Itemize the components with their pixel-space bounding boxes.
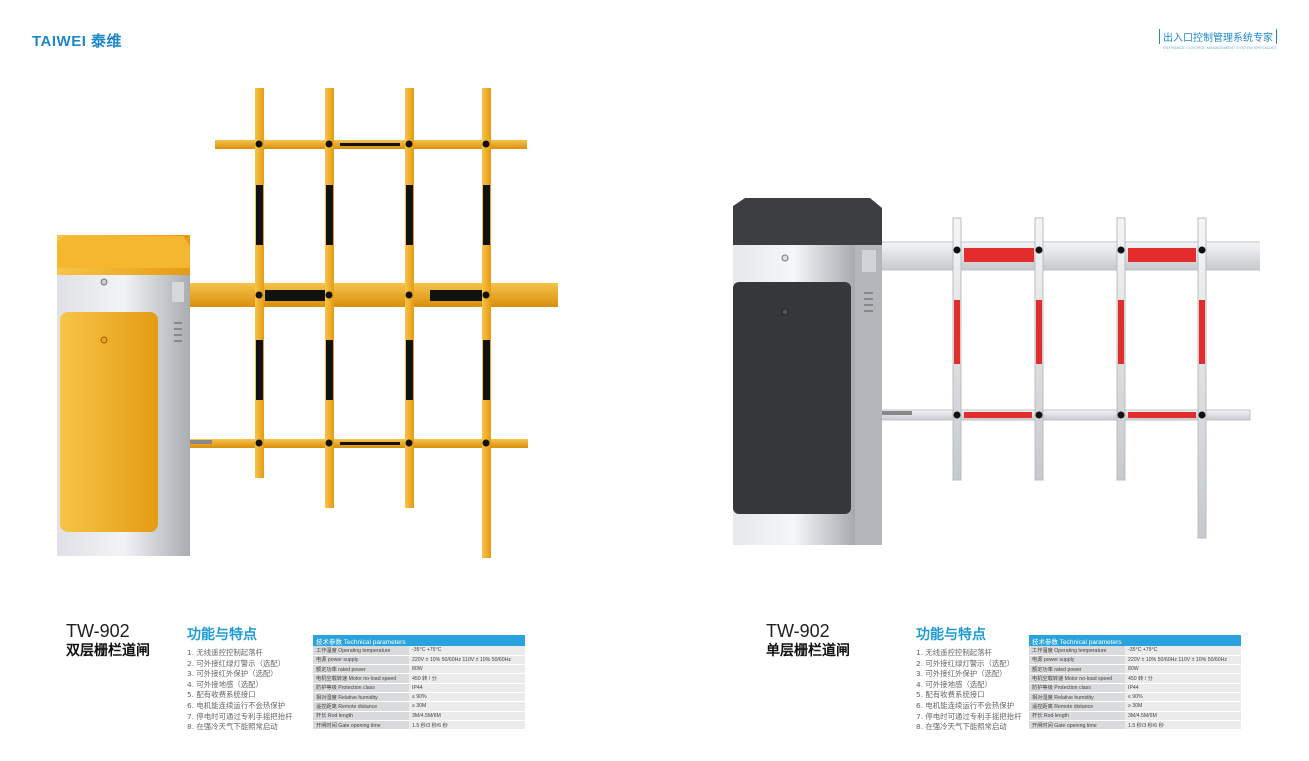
spec-label: 电机空载转速 Motor no-load speed (1029, 673, 1125, 684)
spec-value: ≤ 90% (1125, 692, 1241, 703)
spec-label: 杆长 Rod length (1029, 711, 1125, 721)
spec-value: IP44 (409, 683, 525, 694)
spec-label: 工作温度 Operating temperature (1029, 646, 1125, 656)
spec-label: 额定功率 rated power (1029, 664, 1125, 675)
spec-label: 相对湿度 Relative humidity (313, 692, 409, 703)
spec-label: 开闸时间 Gate opening time (313, 720, 409, 731)
feature-item: 5. 配有收费系统接口 (187, 690, 256, 700)
feature-item: 1. 无线遥控控制起落杆 (187, 648, 263, 657)
spec-value: ≤ 90% (409, 692, 525, 703)
feature-item: 3. 可外接红外保护（选配） (916, 669, 1007, 679)
feature-item: 8. 在强冷天气下能照常启动 (916, 722, 1007, 732)
spec-table: 技术参数 Technical parameters 工作温度 Operating… (313, 635, 525, 731)
product-name: 单层栅栏道闸 (766, 643, 850, 659)
spec-value: -35°C +75°C (409, 646, 525, 656)
header-slogan: 出入口控制管理系统专家 ENTRANCE CONTROL MANAGEMENT … (1159, 29, 1277, 50)
spec-label: 遥控距离 Remote distance (313, 701, 409, 712)
spec-value: ≥ 30M (1125, 701, 1241, 712)
product-name: 双层栅栏道闸 (66, 643, 150, 659)
feature-item: 6. 电机能连续运行不会热保护 (187, 700, 286, 710)
spec-table: 技术参数 Technical parameters 工作温度 Operating… (1029, 635, 1241, 731)
feature-item: 4. 可外接地感（选配） (187, 679, 263, 689)
feature-item: 1. 无线遥控控制起落杆 (916, 648, 992, 657)
feature-item: 7. 停电时可通过专利手摇把抬杆 (916, 711, 1022, 721)
spec-label: 遥控距离 Remote distance (1029, 701, 1125, 712)
brand-logo: TAIWEI 泰维 (32, 33, 123, 50)
spec-label: 电源 power supply (313, 655, 409, 666)
spec-row: 遥控距离 Remote distance≥ 30M (313, 701, 525, 712)
spec-label: 工作温度 Operating temperature (313, 646, 409, 656)
spec-label: 相对湿度 Relative humidity (1029, 692, 1125, 703)
spec-row: 相对湿度 Relative humidity≤ 90% (313, 692, 525, 703)
spec-value: ≥ 30M (409, 701, 525, 712)
spec-table-title: 技术参数 Technical parameters (313, 635, 525, 646)
spec-value: -35°C +75°C (1125, 646, 1241, 656)
feature-item: 5. 配有收费系统接口 (916, 690, 985, 700)
feature-item: 2. 可外接红绿灯警示（选配） (187, 658, 286, 668)
spec-label: 电源 power supply (1029, 655, 1125, 666)
product-image-double-fence-barrier (57, 88, 558, 558)
spec-value: 3M/4.5M/6M (409, 711, 525, 721)
product-model: TW-902 (66, 621, 130, 641)
spec-value: 1.5 秒/3 秒/6 秒 (1125, 720, 1241, 731)
features-title: 功能与特点 (916, 627, 986, 643)
spec-label: 电机空载转速 Motor no-load speed (313, 673, 409, 684)
product-image-single-fence-barrier (733, 198, 1260, 545)
features-title: 功能与特点 (187, 627, 257, 643)
spec-row: 工作温度 Operating temperature-35°C +75°C (1029, 646, 1241, 656)
spec-value: 80W (409, 664, 525, 675)
feature-item: 4. 可外接地感（选配） (916, 679, 992, 689)
spec-row: 工作温度 Operating temperature-35°C +75°C (313, 646, 525, 656)
spec-value: 1.5 秒/3 秒/6 秒 (409, 720, 525, 731)
spec-label: 额定功率 rated power (313, 664, 409, 675)
spec-label: 杆长 Rod length (313, 711, 409, 721)
slogan-text: 出入口控制管理系统专家 (1159, 29, 1277, 44)
feature-item: 8. 在强冷天气下能照常启动 (187, 722, 278, 732)
spec-value: 220V ± 10% 50/60Hz 110V ± 10% 50/60Hz (409, 655, 525, 666)
product-model: TW-902 (766, 621, 830, 641)
spec-value: 3M/4.5M/6M (1125, 711, 1241, 721)
feature-item: 6. 电机能连续运行不会热保护 (916, 700, 1015, 710)
spec-value: 80W (1125, 664, 1241, 675)
feature-item: 2. 可外接红绿灯警示（选配） (916, 658, 1015, 668)
spec-value: 450 转 / 分 (1125, 673, 1241, 684)
spec-value: IP44 (1125, 683, 1241, 694)
feature-item: 7. 停电时可通过专利手摇把抬杆 (187, 711, 293, 721)
spec-value: 450 转 / 分 (409, 673, 525, 684)
spec-row: 遥控距离 Remote distance≥ 30M (1029, 701, 1241, 712)
spec-label: 开闸时间 Gate opening time (1029, 720, 1125, 731)
spec-table-title: 技术参数 Technical parameters (1029, 635, 1241, 646)
spec-value: 220V ± 10% 50/60Hz 110V ± 10% 50/60Hz (1125, 655, 1241, 666)
spec-row: 相对湿度 Relative humidity≤ 90% (1029, 692, 1241, 703)
features-list: 1. 无线遥控控制起落杆 2. 可外接红绿灯警示（选配） 3. 可外接红外保护（… (187, 648, 292, 733)
feature-item: 3. 可外接红外保护（选配） (187, 669, 278, 679)
spec-label: 防护等级 Protection class (313, 683, 409, 694)
spec-label: 防护等级 Protection class (1029, 683, 1125, 694)
slogan-subtext: ENTRANCE CONTROL MANAGEMENT SYSTEM SPECI… (1162, 45, 1277, 50)
features-list: 1. 无线遥控控制起落杆 2. 可外接红绿灯警示（选配） 3. 可外接红外保护（… (916, 648, 1021, 733)
